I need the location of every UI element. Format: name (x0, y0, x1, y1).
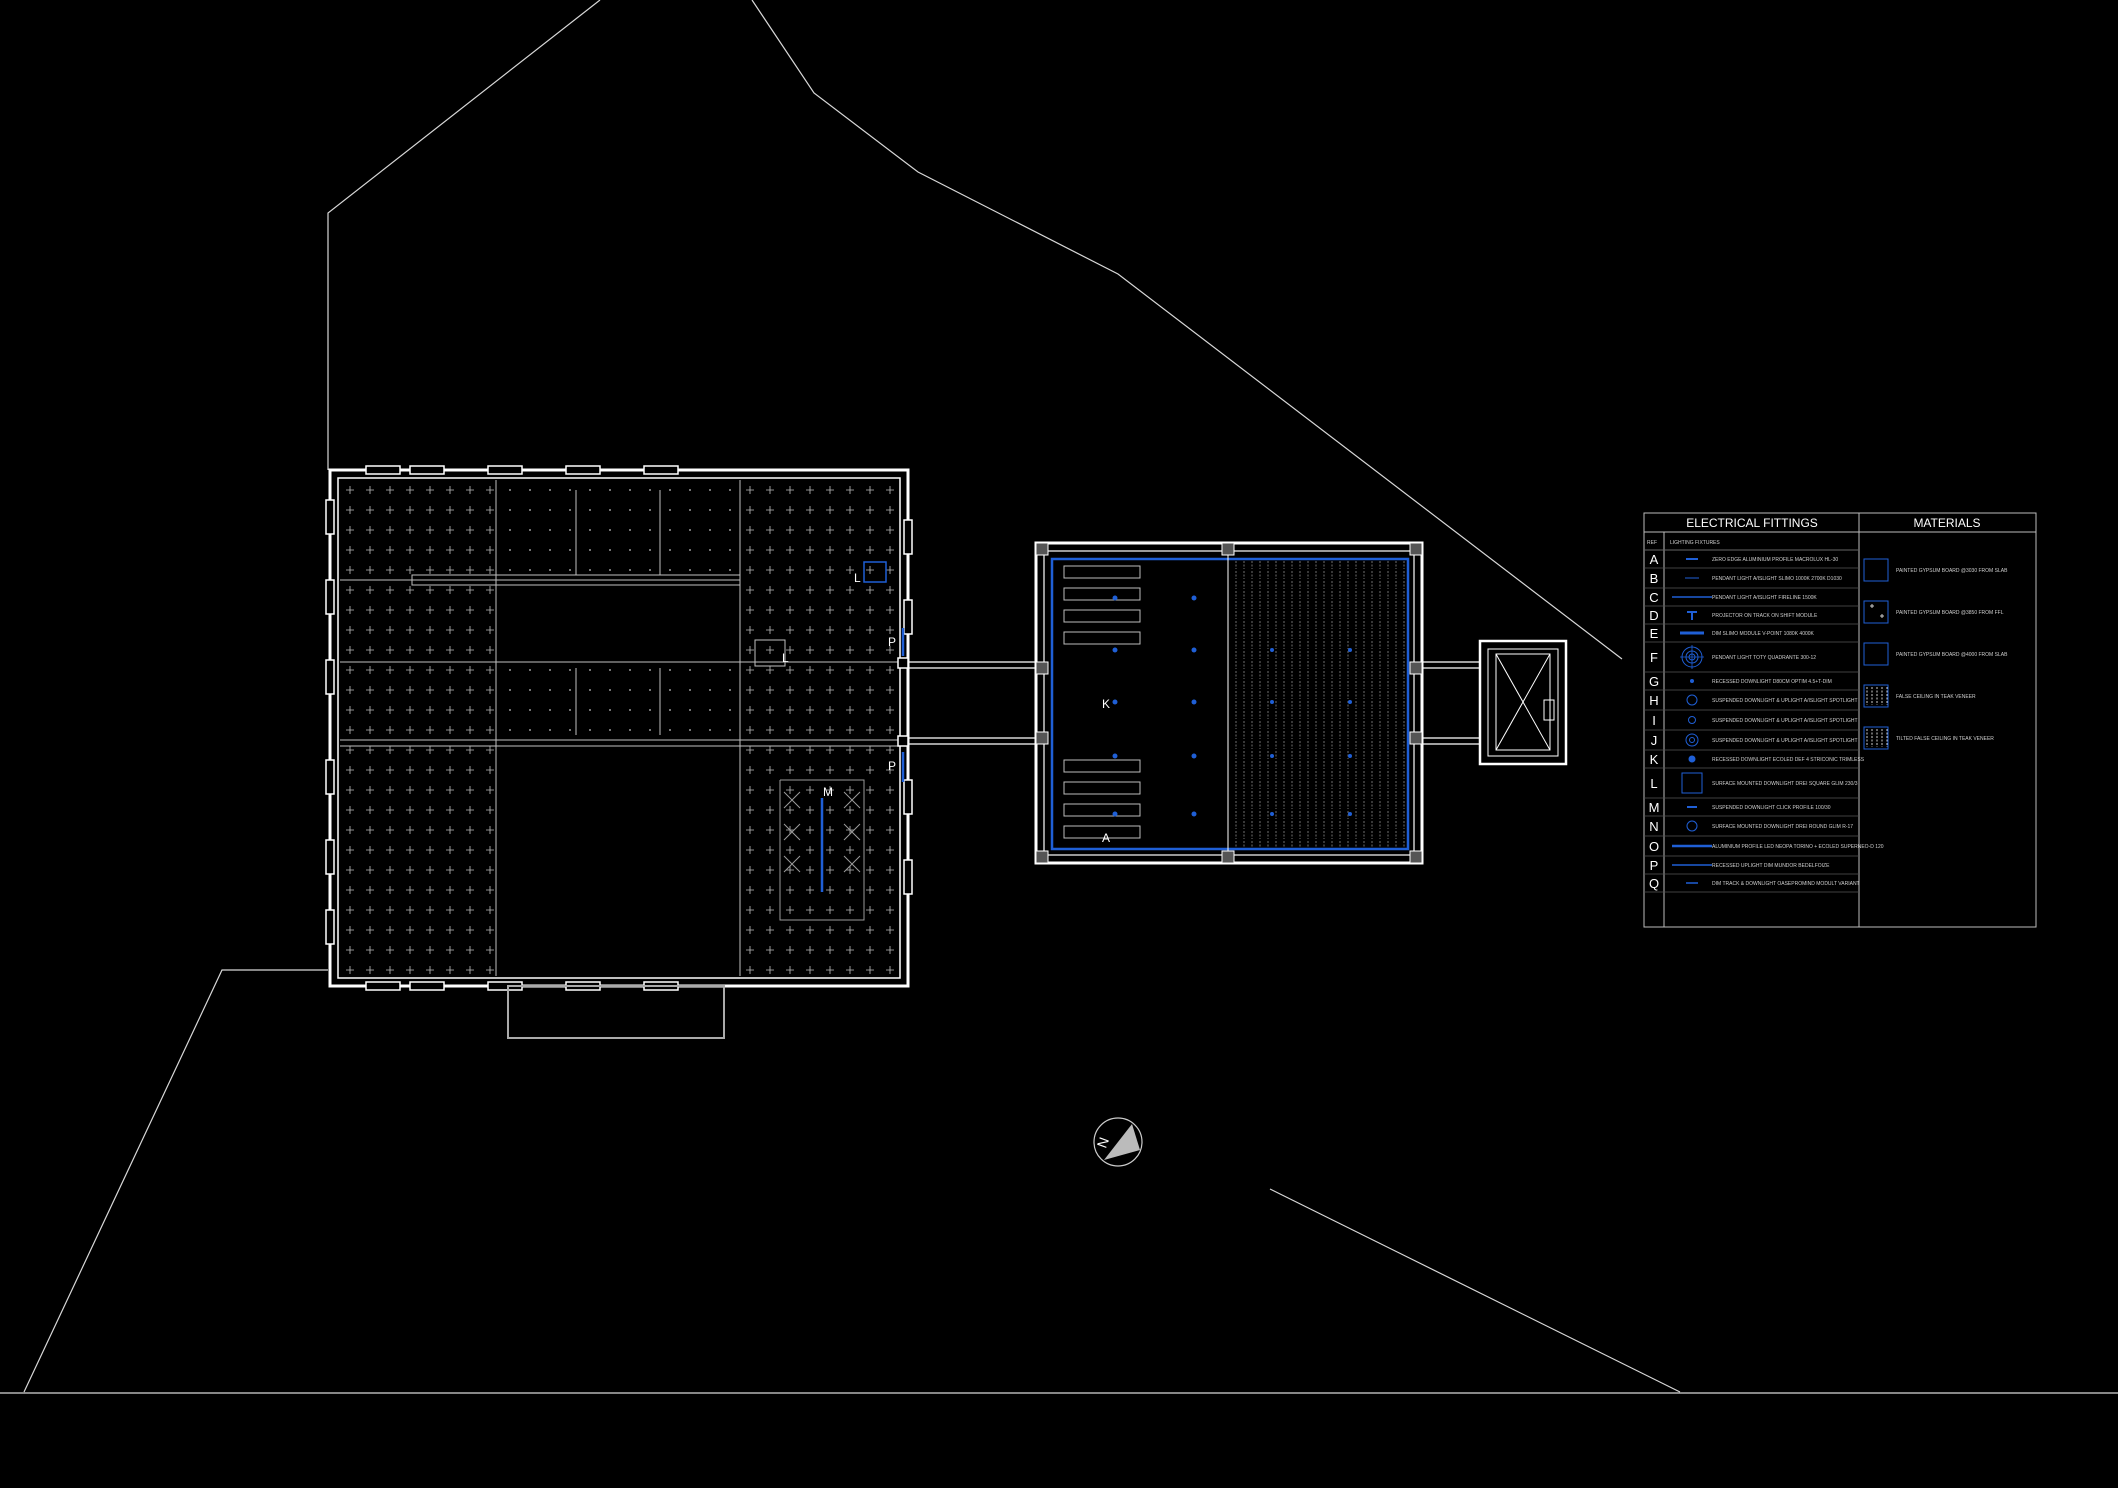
legend-ref: K (1650, 752, 1659, 767)
label-k: K (1102, 697, 1110, 711)
site-boundary (0, 0, 2118, 1394)
legend-ref: I (1652, 713, 1656, 728)
main-building: L L P P M (325, 465, 913, 1039)
legend-row-d: D PROJECTOR ON TRACK ON SHIFT MODULE (1649, 608, 1818, 623)
circle-icon (1686, 694, 1698, 706)
legend-desc: PROJECTOR ON TRACK ON SHIFT MODULE (1712, 613, 1818, 619)
legend-desc: SUSPENDED DOWNLIGHT & UPLIGHT A/ISLIGHT … (1712, 698, 1858, 704)
small-circle-icon (1688, 716, 1696, 724)
legend-ref: J (1651, 733, 1658, 748)
legend-row-f: F PENDANT LIGHT TOTY QUADRANTE 300-12 (1650, 645, 1816, 669)
legend-desc: SUSPENDED DOWNLIGHT & UPLIGHT A/ISLIGHT … (1712, 738, 1858, 744)
material-row: PAINTED GYPSUM BOARD @3850 FROM FFL (1863, 600, 2004, 624)
legend-row-a: A ZERO EDGE ALUMINIUM PROFILE MACROLUX HL… (1650, 552, 1839, 567)
electrical-title: ELECTRICAL FITTINGS (1686, 516, 1818, 530)
legend-desc: PENDANT LIGHT TOTY QUADRANTE 300-12 (1712, 655, 1816, 661)
legend-ref: O (1649, 839, 1659, 854)
legend-row-q: Q DIM TRACK & DOWNLIGHT OASEPROMIND MODUL… (1649, 876, 1860, 891)
veneer-icon (1863, 684, 1889, 708)
legend-desc: DIM SLIMO MODULE V-POINT 1080K 4000K (1712, 631, 1815, 637)
label-l-lower: L (782, 651, 789, 665)
target-icon (1680, 645, 1704, 669)
legend-ref: N (1649, 819, 1658, 834)
north-arrow-icon: N (1093, 1117, 1143, 1167)
legend-row-m: M SUSPENDED DOWNLIGHT CLICK PROFILE 100/3… (1649, 800, 1831, 815)
legend-row-g: G RECESSED DOWNLIGHT D80CM OPTIM 4.5+T-DI… (1649, 674, 1832, 689)
legend-row-o: O ALUMINIUM PROFILE LED NEOPA TORINO + EC… (1649, 839, 1884, 854)
legend-desc: ZERO EDGE ALUMINIUM PROFILE MACROLUX HL-… (1712, 557, 1838, 563)
label-p-lower: P (888, 759, 896, 773)
legend-desc: SUSPENDED DOWNLIGHT & UPLIGHT A/ISLIGHT … (1712, 718, 1858, 724)
legend-ref: C (1649, 590, 1658, 605)
legend-row-c: C PENDANT LIGHT A/ISLIGHT FIRELINE 1500K (1649, 590, 1817, 605)
legend-desc: SURFACE MOUNTED DOWNLIGHT DREI ROUND GLI… (1712, 824, 1853, 830)
legend-ref: D (1649, 608, 1658, 623)
legend-row-e: E DIM SLIMO MODULE V-POINT 1080K 4000K (1650, 626, 1815, 641)
legend-row-i: I SUSPENDED DOWNLIGHT & UPLIGHT A/ISLIGHT… (1652, 713, 1857, 728)
legend-desc: RECESSED DOWNLIGHT D80CM OPTIM 4.5+T-DIM (1712, 679, 1832, 685)
legend-ref: A (1650, 552, 1659, 567)
label-p-upper: P (888, 635, 896, 649)
legend-desc: SUSPENDED DOWNLIGHT CLICK PROFILE 100/30 (1712, 805, 1831, 811)
plain-square-icon (1863, 642, 1889, 666)
legend-row-l: L SURFACE MOUNTED DOWNLIGHT DREI SQUARE G… (1650, 772, 1858, 794)
material-desc: FALSE CEILING IN TEAK VENEER (1896, 694, 1976, 700)
legend-desc: SURFACE MOUNTED DOWNLIGHT DREI SQUARE GL… (1712, 781, 1858, 787)
pavilion: K A (1034, 541, 1424, 865)
dot-icon (1690, 679, 1694, 683)
legend-row-j: J SUSPENDED DOWNLIGHT & UPLIGHT A/ISLIGHT… (1651, 733, 1858, 748)
legend-ref: B (1650, 571, 1659, 586)
legend-desc: RECESSED DOWNLIGHT ECOLED DEF 4 STRICONI… (1712, 757, 1865, 763)
legend-ref: F (1650, 650, 1658, 665)
material-desc: PAINTED GYPSUM BOARD @3850 FROM FFL (1896, 610, 2004, 616)
legend-ref: H (1649, 693, 1658, 708)
ring-icon (1685, 733, 1699, 747)
legend-ref: L (1650, 776, 1657, 791)
legend-row-k: K RECESSED DOWNLIGHT ECOLED DEF 4 STRICON… (1650, 752, 1865, 767)
material-desc: PAINTED GYPSUM BOARD @3030 FROM SLAB (1896, 568, 2008, 574)
legend-desc: PENDANT LIGHT A/ISLIGHT FIRELINE 1500K (1712, 595, 1817, 601)
lighting-header: LIGHTING FIXTURES (1670, 540, 1720, 546)
stair-box (1478, 639, 1568, 766)
legend-table: ELECTRICAL FITTINGS MATERIALS REF LIGHTI… (1643, 512, 2037, 928)
legend-desc: RECESSED UPLIGHT DIM MUNDOR BEDELFOIZE (1712, 863, 1830, 869)
legend-ref: E (1650, 626, 1659, 641)
label-m: M (823, 785, 833, 799)
legend-desc: ALUMINIUM PROFILE LED NEOPA TORINO + ECO… (1712, 844, 1884, 850)
material-row: TILTED FALSE CEILING IN TEAK VENEER (1863, 726, 1994, 750)
connector-corridors (908, 661, 1480, 745)
filled-dot-icon (1688, 755, 1696, 763)
label-l-upper: L (854, 571, 861, 585)
square-icon (1681, 772, 1703, 794)
material-row: FALSE CEILING IN TEAK VENEER (1863, 684, 1976, 708)
legend-ref: P (1650, 858, 1659, 873)
legend-desc: DIM TRACK & DOWNLIGHT OASEPROMIND MODULT… (1712, 881, 1860, 887)
materials-title: MATERIALS (1913, 516, 1980, 530)
ref-header: REF (1647, 540, 1657, 546)
material-desc: PAINTED GYPSUM BOARD @4000 FROM SLAB (1896, 652, 2008, 658)
legend-row-n: N SURFACE MOUNTED DOWNLIGHT DREI ROUND GL… (1649, 819, 1853, 834)
cross-square-icon (1863, 600, 1889, 624)
legend-ref: M (1649, 800, 1660, 815)
projector-icon (1687, 611, 1697, 620)
legend-row-p: P RECESSED UPLIGHT DIM MUNDOR BEDELFOIZE (1650, 858, 1830, 873)
legend-row-h: H SUSPENDED DOWNLIGHT & UPLIGHT A/ISLIGHT… (1649, 693, 1857, 708)
tilted-veneer-icon (1863, 726, 1889, 750)
label-a: A (1102, 831, 1110, 845)
material-row: PAINTED GYPSUM BOARD @3030 FROM SLAB (1863, 558, 2008, 582)
circle-icon (1686, 820, 1698, 832)
north-letter: N (1093, 1135, 1111, 1150)
legend-ref: Q (1649, 876, 1659, 891)
legend-desc: PENDANT LIGHT A/ISLIGHT SLIMO 1000K 2700… (1712, 576, 1842, 582)
legend-row-b: B PENDANT LIGHT A/ISLIGHT SLIMO 1000K 270… (1650, 571, 1842, 586)
material-row: PAINTED GYPSUM BOARD @4000 FROM SLAB (1863, 642, 2008, 666)
plain-square-icon (1863, 558, 1889, 582)
material-desc: TILTED FALSE CEILING IN TEAK VENEER (1896, 736, 1994, 742)
legend-ref: G (1649, 674, 1659, 689)
